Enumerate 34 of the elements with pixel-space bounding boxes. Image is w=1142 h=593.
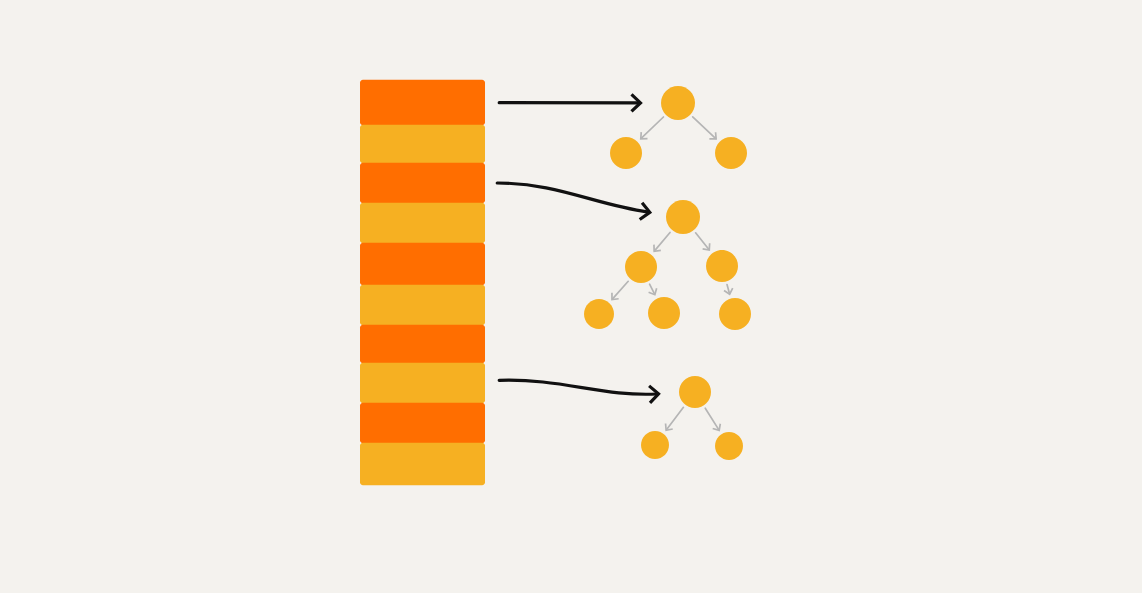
tree-node	[625, 251, 657, 283]
stacked-bar	[360, 242, 485, 286]
tree-node	[666, 200, 700, 234]
tree-node	[719, 298, 751, 330]
stacked-bar	[360, 79, 485, 126]
stacked-bar	[360, 124, 485, 164]
tree-node	[610, 137, 642, 169]
stacked-bar	[360, 202, 485, 244]
tree-arrow	[694, 231, 711, 251]
tree-node	[679, 376, 711, 408]
tree-arrow	[647, 283, 658, 296]
tree-arrow	[639, 116, 665, 140]
arrow	[495, 181, 653, 221]
tree-arrow	[653, 231, 671, 253]
tree-node	[648, 297, 680, 329]
tree-node	[715, 137, 747, 169]
tree-arrow	[611, 280, 630, 301]
stacked-bar	[360, 442, 485, 486]
stacked-bar	[360, 324, 485, 364]
stacked-bar	[360, 162, 485, 204]
tree-arrow	[704, 407, 722, 432]
stacked-bar	[360, 402, 485, 444]
tree-node	[641, 431, 669, 459]
tree-arrow	[723, 283, 734, 296]
tree-node	[584, 299, 614, 329]
arrow	[497, 378, 661, 404]
tree-node	[715, 432, 743, 460]
tree-arrow	[691, 116, 718, 140]
stacked-bar	[360, 362, 485, 404]
tree-node	[706, 250, 738, 282]
tree-node	[661, 86, 695, 120]
tree-arrow	[664, 406, 685, 432]
arrow	[497, 93, 643, 113]
stacked-bar	[360, 284, 485, 326]
